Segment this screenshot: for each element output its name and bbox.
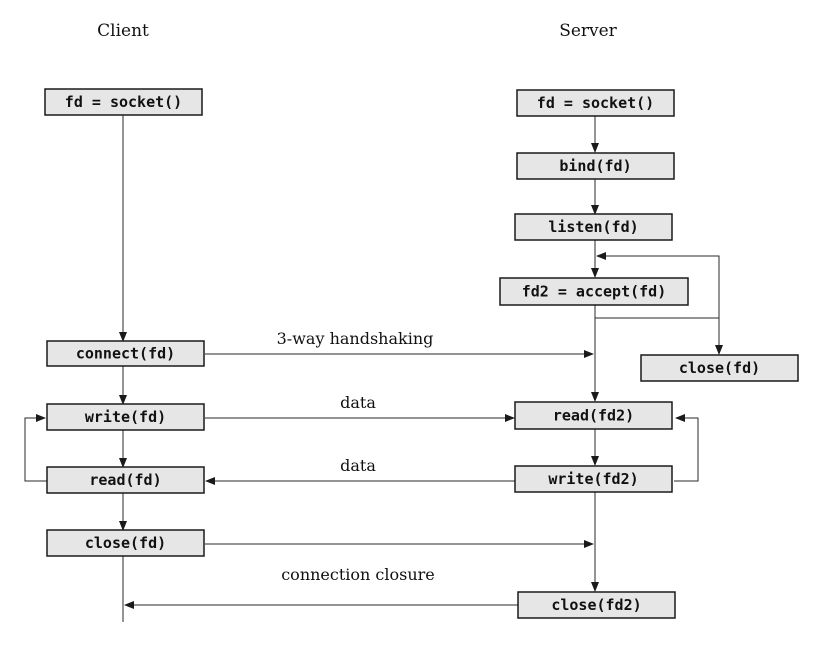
client-connect-label: connect(fd) [76,345,175,363]
client-write-box: write(fd) [46,403,205,431]
client-loop-arrow [24,414,47,482]
server-socket-box: fd = socket() [516,89,675,117]
client-header: Client [97,21,149,41]
server-close-fd-label: close(fd) [679,359,760,377]
server-rw-loop-arrow [674,414,699,482]
client-connect-box: connect(fd) [46,340,205,367]
client-socket-box: fd = socket() [44,88,203,116]
server-accept-box: fd2 = accept(fd) [499,277,689,306]
handshake-label: 3-way handshaking [277,329,434,348]
server-loop-to-accept [596,252,720,318]
client-read-box: read(fd) [46,466,205,494]
server-bind-box: bind(fd) [516,152,675,180]
server-branch-to-close [595,317,723,355]
client-socket-label: fd = socket() [65,93,182,111]
client-write-label: write(fd) [85,408,166,426]
client-read-label: read(fd) [89,471,161,489]
data-to-server-label: data [340,393,376,412]
server-write-box: write(fd2) [514,465,673,493]
server-listen-label: listen(fd) [548,218,638,236]
client-close-label: close(fd) [85,534,166,552]
server-close-fd2-box: close(fd2) [517,591,676,619]
connection-closure-label: connection closure [281,565,435,584]
server-read-box: read(fd2) [514,401,673,430]
server-socket-label: fd = socket() [537,94,654,112]
client-close-box: close(fd) [46,529,205,557]
server-bind-label: bind(fd) [559,157,631,175]
server-write-label: write(fd2) [548,470,638,488]
server-header: Server [559,21,617,41]
server-accept-label: fd2 = accept(fd) [522,283,667,301]
data-to-client-label: data [340,456,376,475]
server-close-fd2-label: close(fd2) [551,596,641,614]
server-read-label: read(fd2) [553,407,634,425]
server-close-fd-box: close(fd) [640,354,799,382]
server-listen-box: listen(fd) [514,213,673,241]
